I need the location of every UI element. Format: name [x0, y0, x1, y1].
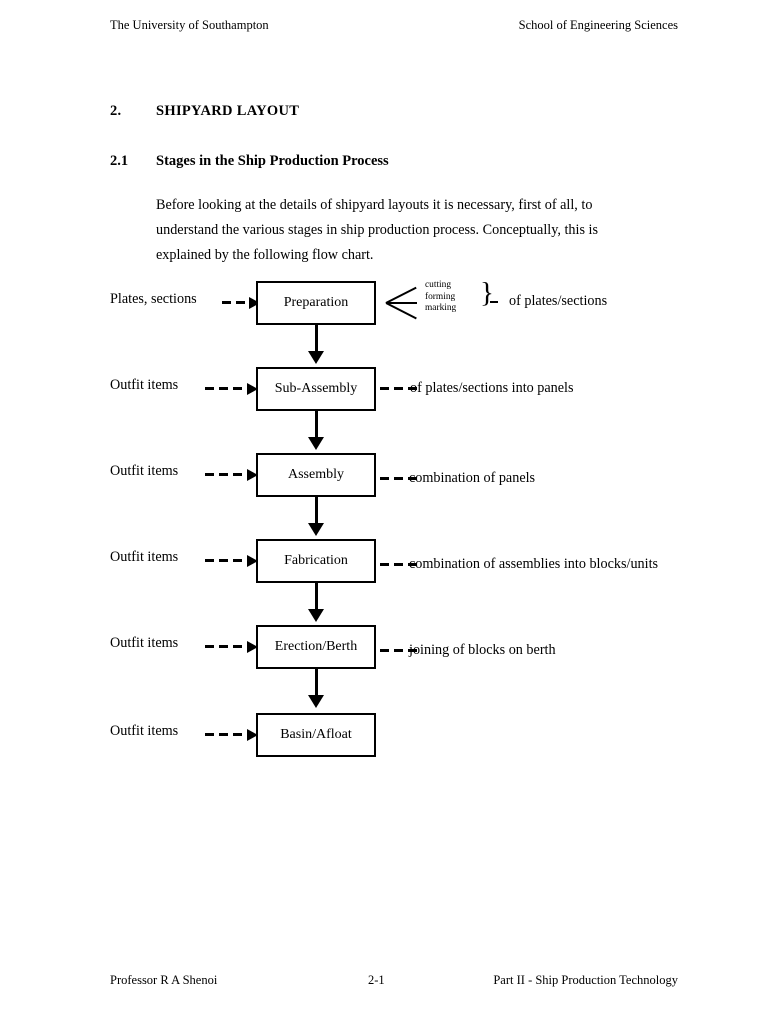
inbound-dashed-arrow [205, 383, 267, 395]
outbound-description-assembly: combination of panels [409, 470, 536, 486]
outbound-description-fabrication: combination of assemblies into blocks/un… [409, 556, 659, 572]
footer-page-number: 2-1 [368, 973, 385, 987]
vertical-connector-arrowhead [308, 523, 324, 536]
flow-node-erection-berth: Erection/Berth [256, 625, 376, 669]
chapter-number: 2. [110, 103, 122, 119]
flow-node-label: Sub-Assembly [274, 381, 358, 396]
vertical-connector-arrowhead [308, 437, 324, 450]
inbound-dashed-arrow [205, 641, 267, 653]
flow-node-fabrication: Fabrication [256, 539, 376, 583]
footer-course: Part II - Ship Production Technology [493, 973, 678, 987]
fan-terms-list: cutting forming marking [425, 280, 456, 315]
header-school: School of Engineering Sciences [518, 18, 678, 32]
fan-term-forming: forming [425, 291, 456, 302]
fan-term-marking: marking [425, 303, 457, 314]
vertical-connector-line [315, 411, 318, 439]
section-heading: 2.1 Stages in the Ship Production Process [110, 153, 389, 170]
section-body-paragraph: Before looking at the details of shipyar… [156, 197, 598, 264]
flow-node-label: Erection/Berth [274, 639, 358, 654]
section-number: 2.1 [110, 153, 129, 169]
flow-node-label: Fabrication [284, 553, 348, 568]
source-label-outfit-items: Outfit items [110, 635, 179, 651]
source-label-outfit-items: Outfit items [110, 463, 179, 479]
flow-row-basin-afloat: Outfit items Basin/Afloat [0, 713, 768, 757]
inbound-dashed-arrow [205, 469, 267, 481]
outbound-description-sub-assembly: of plates/sections into panels [410, 380, 574, 396]
inbound-dashed-arrow [222, 297, 268, 309]
vertical-connector-line [315, 497, 318, 525]
outbound-description-preparation: of plates/sections [509, 293, 608, 309]
vertical-connector-arrowhead [308, 695, 324, 708]
flow-row-preparation: Plates, sections Preparation [0, 281, 768, 325]
outbound-description-erection-berth: joining of blocks on berth [409, 642, 556, 658]
fan-connector-icon [385, 286, 420, 320]
flow-node-label: Preparation [283, 295, 349, 310]
source-label-outfit-items: Outfit items [110, 377, 179, 393]
flow-row-fabrication: Outfit items Fabrication combination of … [0, 539, 768, 583]
flow-node-basin-afloat: Basin/Afloat [256, 713, 376, 757]
vertical-connector-line [315, 583, 318, 611]
flow-node-assembly: Assembly [256, 453, 376, 497]
inbound-dashed-arrow [205, 555, 267, 567]
flow-row-sub-assembly: Outfit items Sub-Assembly of plates/sect… [0, 367, 768, 411]
flow-node-preparation: Preparation [256, 281, 376, 325]
section-title: Stages in the Ship Production Process [156, 153, 389, 169]
header-university: The University of Southampton [110, 18, 269, 32]
vertical-connector-arrowhead [308, 351, 324, 364]
inbound-dashed-arrow [205, 729, 267, 741]
vertical-connector-arrowhead [308, 609, 324, 622]
vertical-connector-line [315, 325, 318, 353]
chapter-heading: 2. SHIPYARD LAYOUT [110, 103, 299, 120]
right-brace-icon: } [480, 277, 494, 309]
source-label-plates-sections: Plates, sections [110, 291, 197, 307]
chapter-title: SHIPYARD LAYOUT [156, 103, 300, 119]
source-label-outfit-items: Outfit items [110, 549, 179, 565]
flow-node-label: Basin/Afloat [280, 727, 352, 742]
flow-row-assembly: Outfit items Assembly combination of pan… [0, 453, 768, 497]
flow-node-label: Assembly [288, 467, 344, 482]
footer-author: Professor R A Shenoi [110, 973, 218, 987]
source-label-outfit-items: Outfit items [110, 723, 179, 739]
brace-stub-line [490, 301, 498, 303]
flow-node-sub-assembly: Sub-Assembly [256, 367, 376, 411]
page-header: The University of Southampton School of … [110, 19, 680, 32]
fan-term-cutting: cutting [425, 280, 452, 290]
vertical-connector-line [315, 669, 318, 697]
flow-row-erection-berth: Outfit items Erection/Berth joining of b… [0, 625, 768, 669]
